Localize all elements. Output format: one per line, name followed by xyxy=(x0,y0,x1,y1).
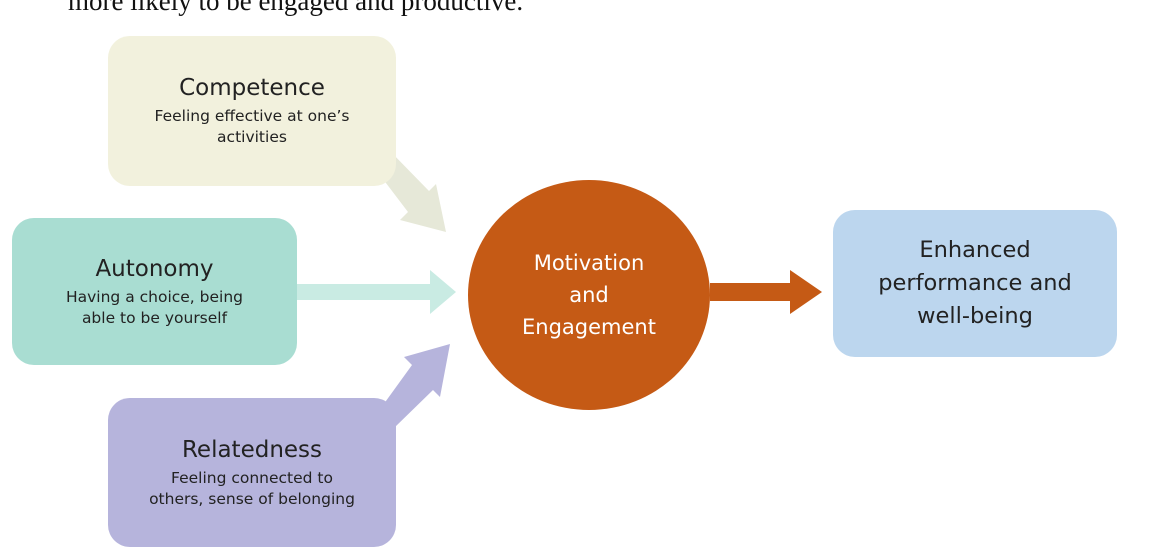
preceding-text-fragment: more likely to be engaged and productive… xyxy=(68,0,524,16)
autonomy-description-line-1: Having a choice, being xyxy=(65,287,244,306)
outcome-box: Enhanced performance and well-being xyxy=(833,210,1117,357)
arrow-autonomy-to-core xyxy=(297,270,456,314)
competence-description-line-1: Feeling effective at one’s xyxy=(154,107,350,125)
relatedness-description-line-2: others, sense of belonging xyxy=(149,489,355,508)
competence-title: Competence xyxy=(179,75,325,101)
relatedness-description-line-1: Feeling connected to xyxy=(171,468,333,487)
relatedness-box: Relatedness Feeling connected to others,… xyxy=(108,398,396,547)
competence-description-line-2: activities xyxy=(217,128,287,146)
outcome-label: Enhanced performance and well-being xyxy=(878,237,1072,329)
autonomy-title: Autonomy xyxy=(95,255,214,282)
relatedness-title: Relatedness xyxy=(181,436,323,463)
motivation-engagement-label: Motivation and Engagement xyxy=(522,251,656,339)
motivation-engagement-circle: Motivation and Engagement xyxy=(468,180,710,410)
arrow-core-to-outcome xyxy=(710,270,822,314)
competence-box: Competence Feeling effective at one’s ac… xyxy=(108,36,396,186)
arrow-relatedness-to-core xyxy=(378,344,450,428)
autonomy-box: Autonomy Having a choice, being able to … xyxy=(12,218,297,365)
autonomy-description-line-2: able to be yourself xyxy=(81,308,228,327)
